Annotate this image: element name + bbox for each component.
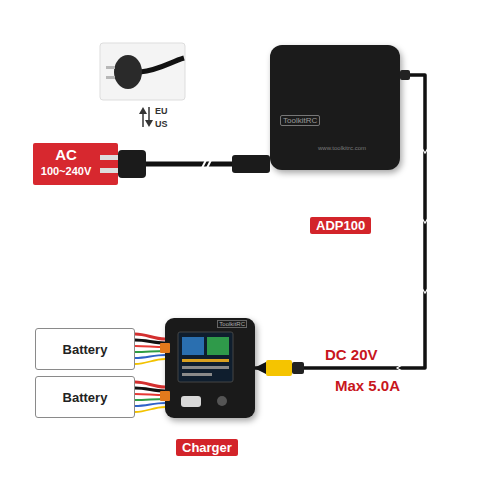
plug-pin	[106, 76, 115, 79]
charger-button	[181, 396, 201, 407]
arrow-head	[145, 120, 153, 127]
plug-body	[118, 150, 146, 178]
balance-port	[160, 343, 170, 353]
screen-bar	[182, 359, 229, 362]
lead-wire	[135, 382, 165, 387]
flow-chevron	[422, 148, 428, 153]
lead-wire	[135, 359, 165, 364]
inlet-plug	[232, 155, 270, 173]
edge-label: DC 20V	[325, 346, 378, 363]
current-label: Max 5.0A	[335, 377, 400, 394]
brand-logo: ToolkitRC	[280, 115, 320, 126]
screen-panel	[182, 337, 204, 355]
power-adapter: ToolkitRCwww.toolkitrc.comADP100	[270, 45, 400, 170]
charger-device: ToolkitRCCharger	[165, 318, 255, 418]
device-tag: Charger	[176, 439, 238, 456]
plug-cable	[140, 58, 184, 72]
battery-leads	[135, 334, 165, 364]
charger-screen	[178, 332, 233, 382]
eu-plug-body	[114, 55, 142, 89]
charger-knob	[217, 396, 227, 406]
cable-break	[206, 158, 212, 170]
battery-box: Battery	[35, 328, 135, 370]
battery-leads	[135, 382, 165, 412]
lead-wire	[135, 334, 165, 339]
plug-pin	[106, 66, 115, 69]
voltage-range: 100~240V	[33, 165, 99, 177]
brand-url: www.toolkitrc.com	[318, 145, 366, 151]
xt60-connector	[266, 360, 292, 376]
strain-relief	[400, 70, 410, 80]
flow-chevron	[422, 288, 428, 293]
lead-wire	[135, 388, 165, 391]
ac-cable	[118, 164, 270, 165]
node-text: Battery	[63, 390, 108, 405]
battery-box: Battery	[35, 376, 135, 418]
screen-bar	[182, 366, 229, 369]
screen-bar	[182, 373, 212, 376]
lead-wire	[135, 340, 165, 343]
swap-arrow	[142, 110, 144, 127]
lead-wire	[135, 351, 165, 352]
dc-cable	[255, 75, 425, 368]
arrow-head	[139, 107, 147, 114]
model-tag: ADP100	[310, 217, 371, 234]
lead-wire	[135, 407, 165, 412]
flow-chevron	[422, 218, 428, 223]
plug-type-label: EU	[155, 106, 168, 116]
flow-chevron	[397, 365, 402, 371]
node-text: Battery	[63, 342, 108, 357]
ac-input-box: AC 100~240V	[33, 143, 118, 185]
cable-line	[255, 75, 425, 368]
plug-prong	[100, 168, 118, 173]
plug-prong	[100, 155, 118, 160]
plug-photo-frame	[100, 43, 185, 100]
voltage-heading: AC	[33, 146, 99, 163]
connector-sheath	[292, 362, 304, 374]
brand-logo: ToolkitRC	[217, 320, 247, 328]
cable-break	[201, 158, 207, 170]
balance-port	[160, 391, 170, 401]
cable-line	[118, 162, 270, 167]
swap-arrow	[148, 107, 150, 124]
screen-panel	[207, 337, 229, 355]
lead-wire	[135, 355, 165, 358]
lead-wire	[135, 346, 165, 347]
lead-wire	[135, 403, 165, 406]
plug-type-label: US	[155, 119, 168, 129]
lead-wire	[135, 399, 165, 400]
lead-wire	[135, 394, 165, 395]
